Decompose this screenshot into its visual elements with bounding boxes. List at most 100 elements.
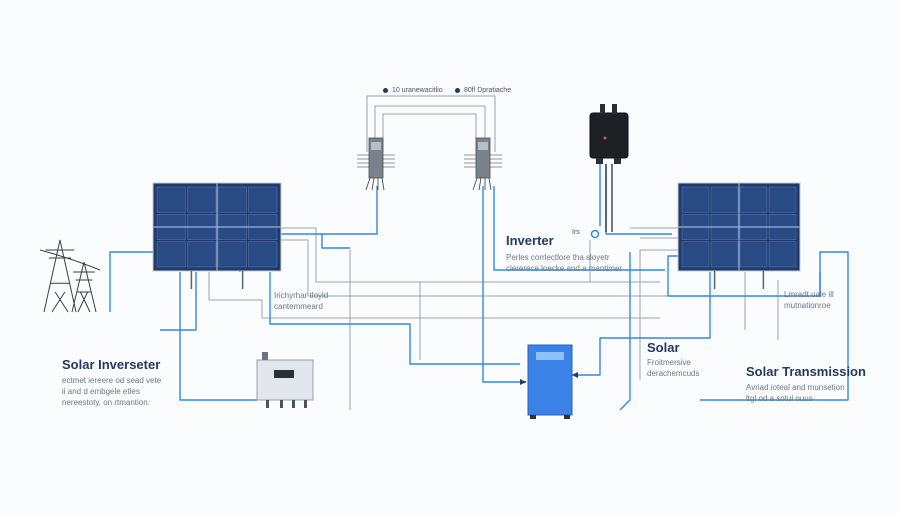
battery-foot (564, 415, 570, 419)
connector-ring (590, 229, 600, 239)
gray-wire (374, 105, 486, 152)
inverter-display (274, 370, 294, 378)
solar-inverter-title: Solar Inverseter (62, 357, 161, 372)
pylon-brace (51, 291, 69, 313)
panel-cell (710, 241, 739, 268)
panel-cell (217, 186, 247, 213)
blue-wire (572, 272, 711, 376)
gray-wire (281, 227, 660, 283)
solar-mid-title: Solar (647, 340, 680, 355)
gray-wire (366, 95, 496, 152)
solar-inverter-desc-line2: ii and d embgele etles (62, 387, 140, 396)
mid-left-note: Irichyrhar tloyld cantemmeard (274, 290, 328, 312)
junction-body (589, 112, 629, 159)
right-note-line1: Lmradt uale ill (784, 290, 834, 299)
solar-mid-desc: Froitmersive derachemcuds (647, 357, 699, 379)
junction-gland (596, 158, 603, 164)
legend-item-1: 10 uranewacitlio (383, 87, 443, 94)
blue-wire (179, 272, 257, 401)
solar-transmission-desc-line1: Avriad ioteal and munsetion (746, 383, 845, 392)
panel-cell (739, 186, 768, 213)
inverter-foot (266, 400, 269, 408)
blue-wiring (109, 164, 849, 411)
solar-mid-desc-line1: Froitmersive (647, 358, 692, 367)
panel-cell (681, 186, 710, 213)
solar-inverter-desc-line1: ectmet iereere od sead vete (62, 376, 162, 385)
panel-cell (156, 241, 186, 268)
solar-transmission-desc-line2: ltgl od a sotul ouus (746, 394, 813, 403)
blue-wire (269, 272, 520, 365)
inverter-foot (280, 400, 283, 408)
mid-left-note-line1: Irichyrhar tloyld (274, 291, 329, 300)
disconnect-lead (488, 177, 492, 191)
inverter-desc: Perles corrlectlore tha sloyetr clererec… (506, 252, 622, 274)
pylon-leg (71, 261, 97, 313)
inverter-foot (292, 400, 295, 408)
arrow-head-icon (572, 372, 578, 378)
inverter-title: Inverter (506, 233, 554, 248)
panel-cell (681, 241, 710, 268)
battery-display (536, 352, 564, 360)
inverter-desc-line1: Perles corrlectlore tha sloyetr (506, 253, 610, 262)
solar-transmission-desc: Avriad ioteal and munsetion ltgl od a so… (746, 382, 845, 404)
panel-cell (768, 186, 797, 213)
solar-panel-right (677, 182, 801, 289)
legend-item-2: 80fl Dpratiache (455, 87, 511, 94)
pylon-leg (43, 239, 77, 313)
blue-wire (619, 252, 631, 411)
solar-transmission-title: Solar Transmission (746, 364, 866, 379)
inverter-tag: Irs (572, 229, 580, 236)
panel-cell (248, 186, 278, 213)
disconnect-switch-right (464, 137, 502, 191)
junction-terminal (600, 104, 605, 114)
right-note: Lmradt uale ill mutnationroe (784, 289, 834, 311)
panel-cell (187, 186, 217, 213)
panel-cell (710, 186, 739, 213)
disconnect-switch-left (357, 137, 395, 191)
arrow-head-icon (520, 379, 526, 385)
gray-wire (382, 113, 477, 152)
junction-led (603, 136, 607, 140)
solar-inverter-desc: ectmet iereere od sead vete ii and d emb… (62, 375, 161, 408)
inverter-foot (304, 400, 307, 408)
blue-wire (281, 233, 350, 249)
panel-cell (217, 241, 247, 268)
solar-panel-left (152, 182, 282, 289)
blue-wire (322, 186, 378, 235)
disconnect-lead (381, 177, 385, 191)
inverter-body (256, 359, 314, 401)
disconnect-lead (371, 177, 375, 191)
panel-cell (248, 241, 278, 268)
legend-dot-icon (383, 87, 388, 93)
inverter-box-icon (256, 352, 314, 408)
blue-wire (482, 186, 525, 383)
disconnect-lead (478, 177, 482, 191)
panel-cell (187, 241, 217, 268)
disconnect-lead (472, 177, 478, 191)
pylon-cable (39, 249, 101, 271)
legend-item-1-text: 10 uranewacitlio (392, 87, 443, 94)
gray-wire (281, 239, 670, 297)
junction-gland (614, 158, 621, 164)
legend-item-2-text: 80fl Dpratiache (464, 87, 512, 94)
junction-box-icon (589, 104, 629, 239)
battery-foot (530, 415, 536, 419)
solar-mid-desc-line2: derachemcuds (647, 369, 700, 378)
panel-cell (739, 241, 768, 268)
power-pylon-icon (39, 239, 101, 313)
gray-wire (208, 272, 660, 319)
battery-cabinet-icon (520, 344, 578, 419)
gray-wiring (208, 95, 779, 410)
right-note-line2: mutnationroe (784, 301, 831, 310)
disconnect-window (478, 142, 488, 150)
panel-cell (768, 241, 797, 268)
solar-inverter-desc-line3: nereestoty, on rtmantion. (62, 398, 150, 407)
junction-terminal (612, 104, 617, 114)
disconnect-window (371, 142, 381, 150)
mid-left-note-line2: cantemmeard (274, 302, 323, 311)
legend-dot-icon (455, 87, 460, 93)
blue-wire (605, 164, 672, 235)
inverter-terminal (262, 352, 268, 360)
blue-wire (160, 272, 197, 331)
